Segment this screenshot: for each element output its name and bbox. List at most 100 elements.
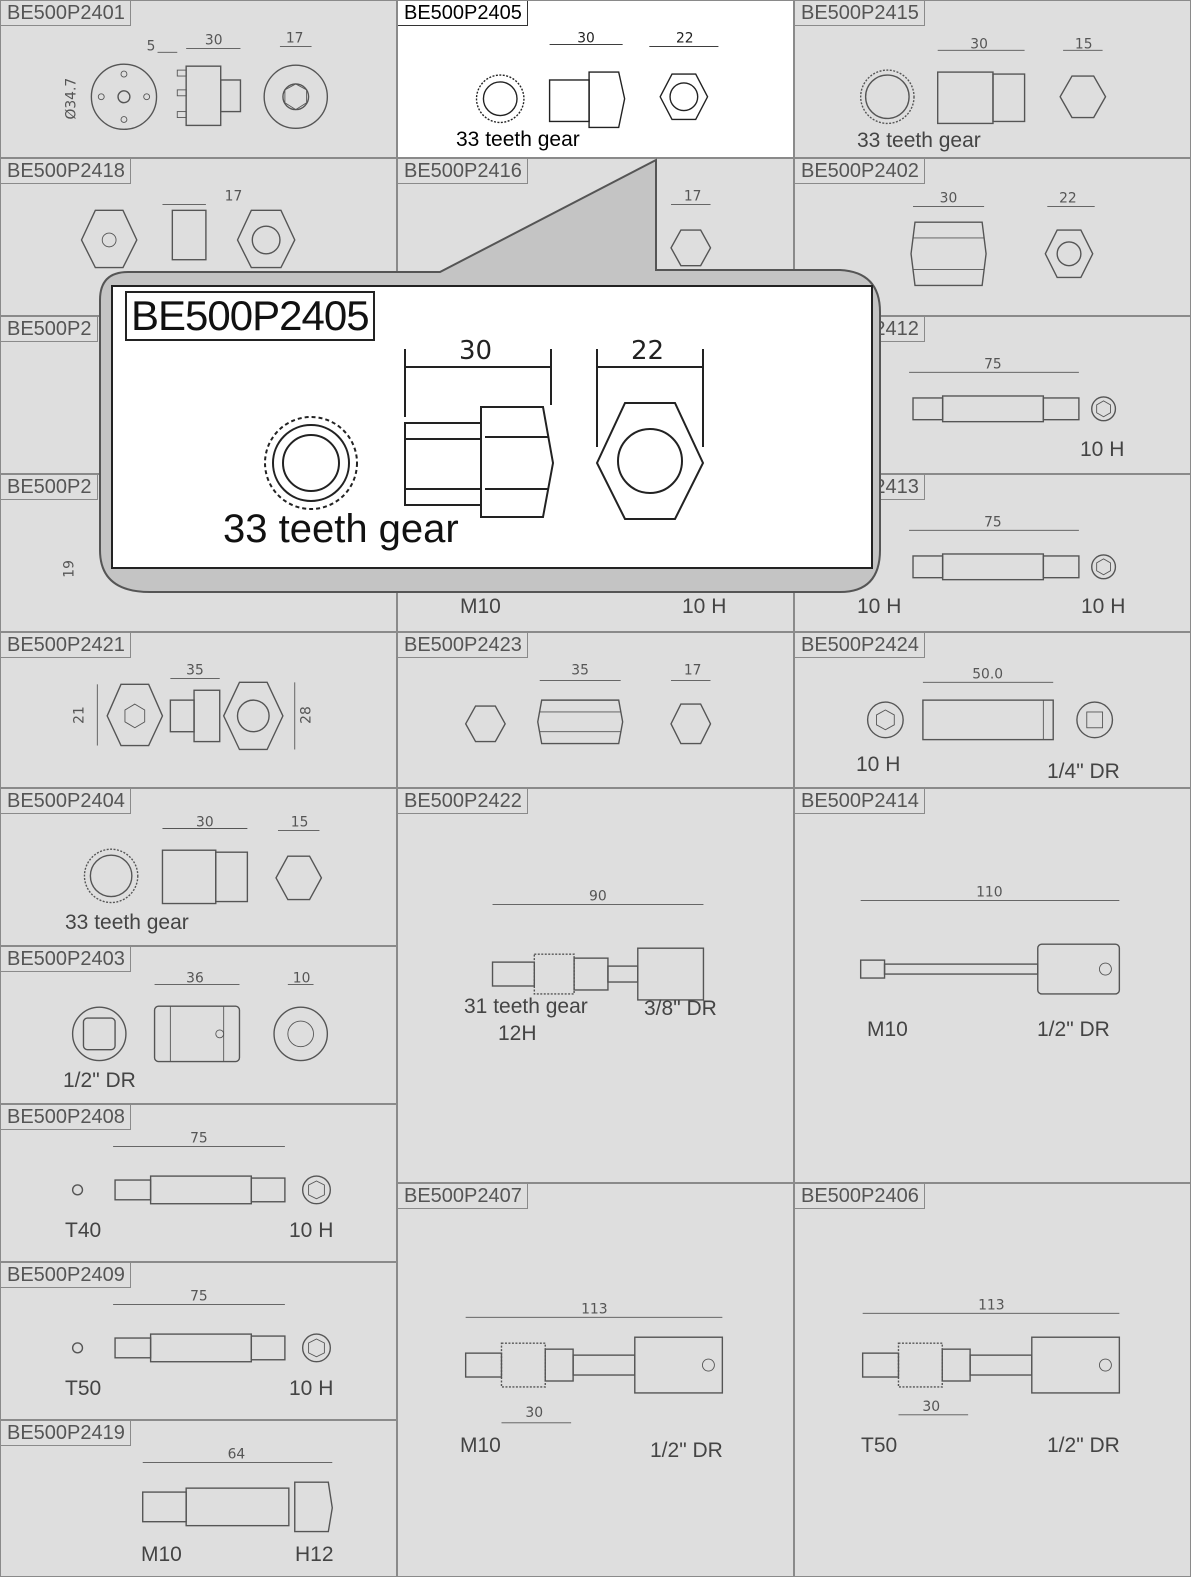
part-code: BE500P2414	[795, 789, 925, 814]
drawing-p2404: 30 15	[83, 815, 323, 905]
hex-label: 10 H	[1081, 595, 1126, 618]
dim-label: 30	[196, 815, 214, 831]
cell-be500p2421[interactable]: 35 21 28 BE500P2421	[0, 632, 397, 788]
dim-label: 17	[684, 188, 702, 204]
dim-label: 110	[976, 884, 1003, 900]
dim-label: 22	[1059, 190, 1077, 206]
part-code: BE500P2424	[795, 633, 925, 658]
dim-label: 30	[205, 32, 223, 48]
dim-label: 30	[922, 1399, 940, 1415]
dim-label: 113	[581, 1301, 608, 1317]
hex-label: 10 H	[856, 753, 901, 776]
cell-be500p2405[interactable]: 30 22 BE500P2405 33 teeth gear	[397, 0, 794, 158]
dim-label: 64	[228, 1447, 246, 1463]
zoom-part-code: BE500P2405	[125, 291, 375, 341]
drawing-p2424: 50.0	[866, 666, 1114, 741]
cell-be500p2424[interactable]: 50.0 BE500P2424 10 H 1/4" DR	[794, 632, 1191, 788]
drawing-p2403: 36 10	[71, 971, 329, 1063]
cell-be500p2401[interactable]: 5 30 17 Ø34.7 BE500P2401	[0, 0, 397, 158]
thread-label: M10	[460, 1434, 501, 1457]
dim-label: Ø34.7	[64, 78, 80, 120]
part-code: BE500P2401	[1, 1, 131, 26]
drive-label: 1/2" DR	[63, 1069, 136, 1092]
hex-label: H12	[295, 1543, 334, 1566]
cell-be500p2404[interactable]: 30 15 BE500P2404 33 teeth gear	[0, 788, 397, 946]
dim-label: 17	[684, 662, 702, 678]
dim-label: 75	[190, 1131, 208, 1147]
part-code: BE500P2407	[398, 1184, 528, 1209]
gear-label: 33 teeth gear	[857, 129, 981, 152]
hex-label: 10 H	[289, 1219, 334, 1242]
dim-label: 75	[984, 514, 1002, 530]
dim-label: 15	[291, 815, 309, 831]
dim-label: 30	[970, 36, 988, 52]
gear-label: 33 teeth gear	[456, 128, 580, 151]
dim-label: 30	[940, 190, 958, 206]
cell-be500p2419[interactable]: 64 BE500P2419 M10 H12	[0, 1420, 397, 1577]
gear-label: 33 teeth gear	[65, 911, 189, 934]
drawing-p2406: 113 30	[861, 1297, 1121, 1416]
cell-be500p2414[interactable]: 110 BE500P2414 M10 1/2" DR	[794, 788, 1191, 1183]
drawing-p2408: 75	[71, 1131, 332, 1205]
dim-label: 19	[62, 560, 78, 578]
zoom-dim: 22	[631, 336, 664, 366]
dim-label: 50.0	[972, 666, 1003, 682]
drawing-p2409: 75	[71, 1289, 332, 1363]
dim-label: 21	[71, 706, 87, 724]
cell-be500p2415[interactable]: 30 15 BE500P2415 33 teeth gear	[794, 0, 1191, 158]
dim-label: 30	[525, 1405, 543, 1421]
part-code: BE500P2422	[398, 789, 528, 814]
hex-label: 12H	[498, 1022, 537, 1045]
zoom-panel-be500p2405[interactable]: 30 22 BE500P2405 33 teeth gear	[111, 285, 873, 569]
cell-be500p2408[interactable]: 75 BE500P2408 T40 10 H	[0, 1104, 397, 1262]
part-code: BE500P2405	[398, 1, 528, 26]
zoom-drawing: 30 22	[264, 336, 705, 520]
cell-be500p2422[interactable]: 90 BE500P2422 31 teeth gear 12H 3/8" DR	[397, 788, 794, 1183]
drawing-p2413: 75	[909, 514, 1117, 581]
cell-be500p2403[interactable]: 36 10 BE500P2403 1/2" DR	[0, 946, 397, 1104]
cell-be500p2423[interactable]: 35 17 BE500P2423	[397, 632, 794, 788]
part-code: BE500P2421	[1, 633, 131, 658]
drive-label: 1/2" DR	[1047, 1434, 1120, 1457]
drawing-p2415: 30 15	[859, 36, 1107, 125]
dim-label: 17	[286, 30, 304, 46]
drawing-p2407: 113 30	[464, 1301, 724, 1424]
part-code: BE500P2	[1, 475, 98, 500]
part-code: BE500P2402	[795, 159, 925, 184]
dim-label: 35	[186, 662, 204, 678]
dim-label: 36	[186, 971, 204, 987]
part-code: BE500P2404	[1, 789, 131, 814]
drawing-p2423: 35 17	[464, 662, 712, 745]
drawing-partial-b: 19	[62, 560, 78, 578]
part-code: BE500P2409	[1, 1263, 131, 1288]
thread-label: M10	[460, 595, 501, 618]
thread-label: M10	[141, 1543, 182, 1566]
drive-label: 1/2" DR	[650, 1439, 723, 1462]
dim-label: 113	[978, 1297, 1005, 1313]
drawing-p2405: 30 22	[475, 30, 719, 129]
dim-label: 5	[147, 38, 156, 54]
drawing-p2401: 5 30 17 Ø34.7	[64, 30, 329, 131]
dim-label: 17	[225, 188, 243, 204]
dim-label: 15	[1075, 36, 1093, 52]
cell-be500p2409[interactable]: 75 BE500P2409 T50 10 H	[0, 1262, 397, 1420]
drawing-p2422: 90	[491, 888, 705, 1001]
cell-be500p2407[interactable]: 113 30 BE500P2407 M10 1/2" DR	[397, 1183, 794, 1577]
dim-label: 30	[577, 30, 595, 46]
part-code: BE500P2418	[1, 159, 131, 184]
drive-label: 1/2" DR	[1037, 1018, 1110, 1041]
zoom-gear-label: 33 teeth gear	[223, 507, 459, 551]
part-code: BE500P2403	[1, 947, 131, 972]
drawing-p2421: 35 21 28	[71, 662, 315, 751]
dim-label: 75	[190, 1289, 208, 1305]
hex-label: 10 H	[857, 595, 902, 618]
drawing-p2412: 75	[909, 356, 1117, 423]
dim-label: 22	[676, 30, 694, 46]
part-code: BE500P2423	[398, 633, 528, 658]
drive-label: 1/4" DR	[1047, 760, 1120, 783]
hex-label: 10 H	[682, 595, 727, 618]
cell-be500p2406[interactable]: 113 30 BE500P2406 T50 1/2" DR	[794, 1183, 1191, 1577]
torx-label: T50	[65, 1377, 102, 1400]
dim-label: 28	[299, 706, 315, 724]
